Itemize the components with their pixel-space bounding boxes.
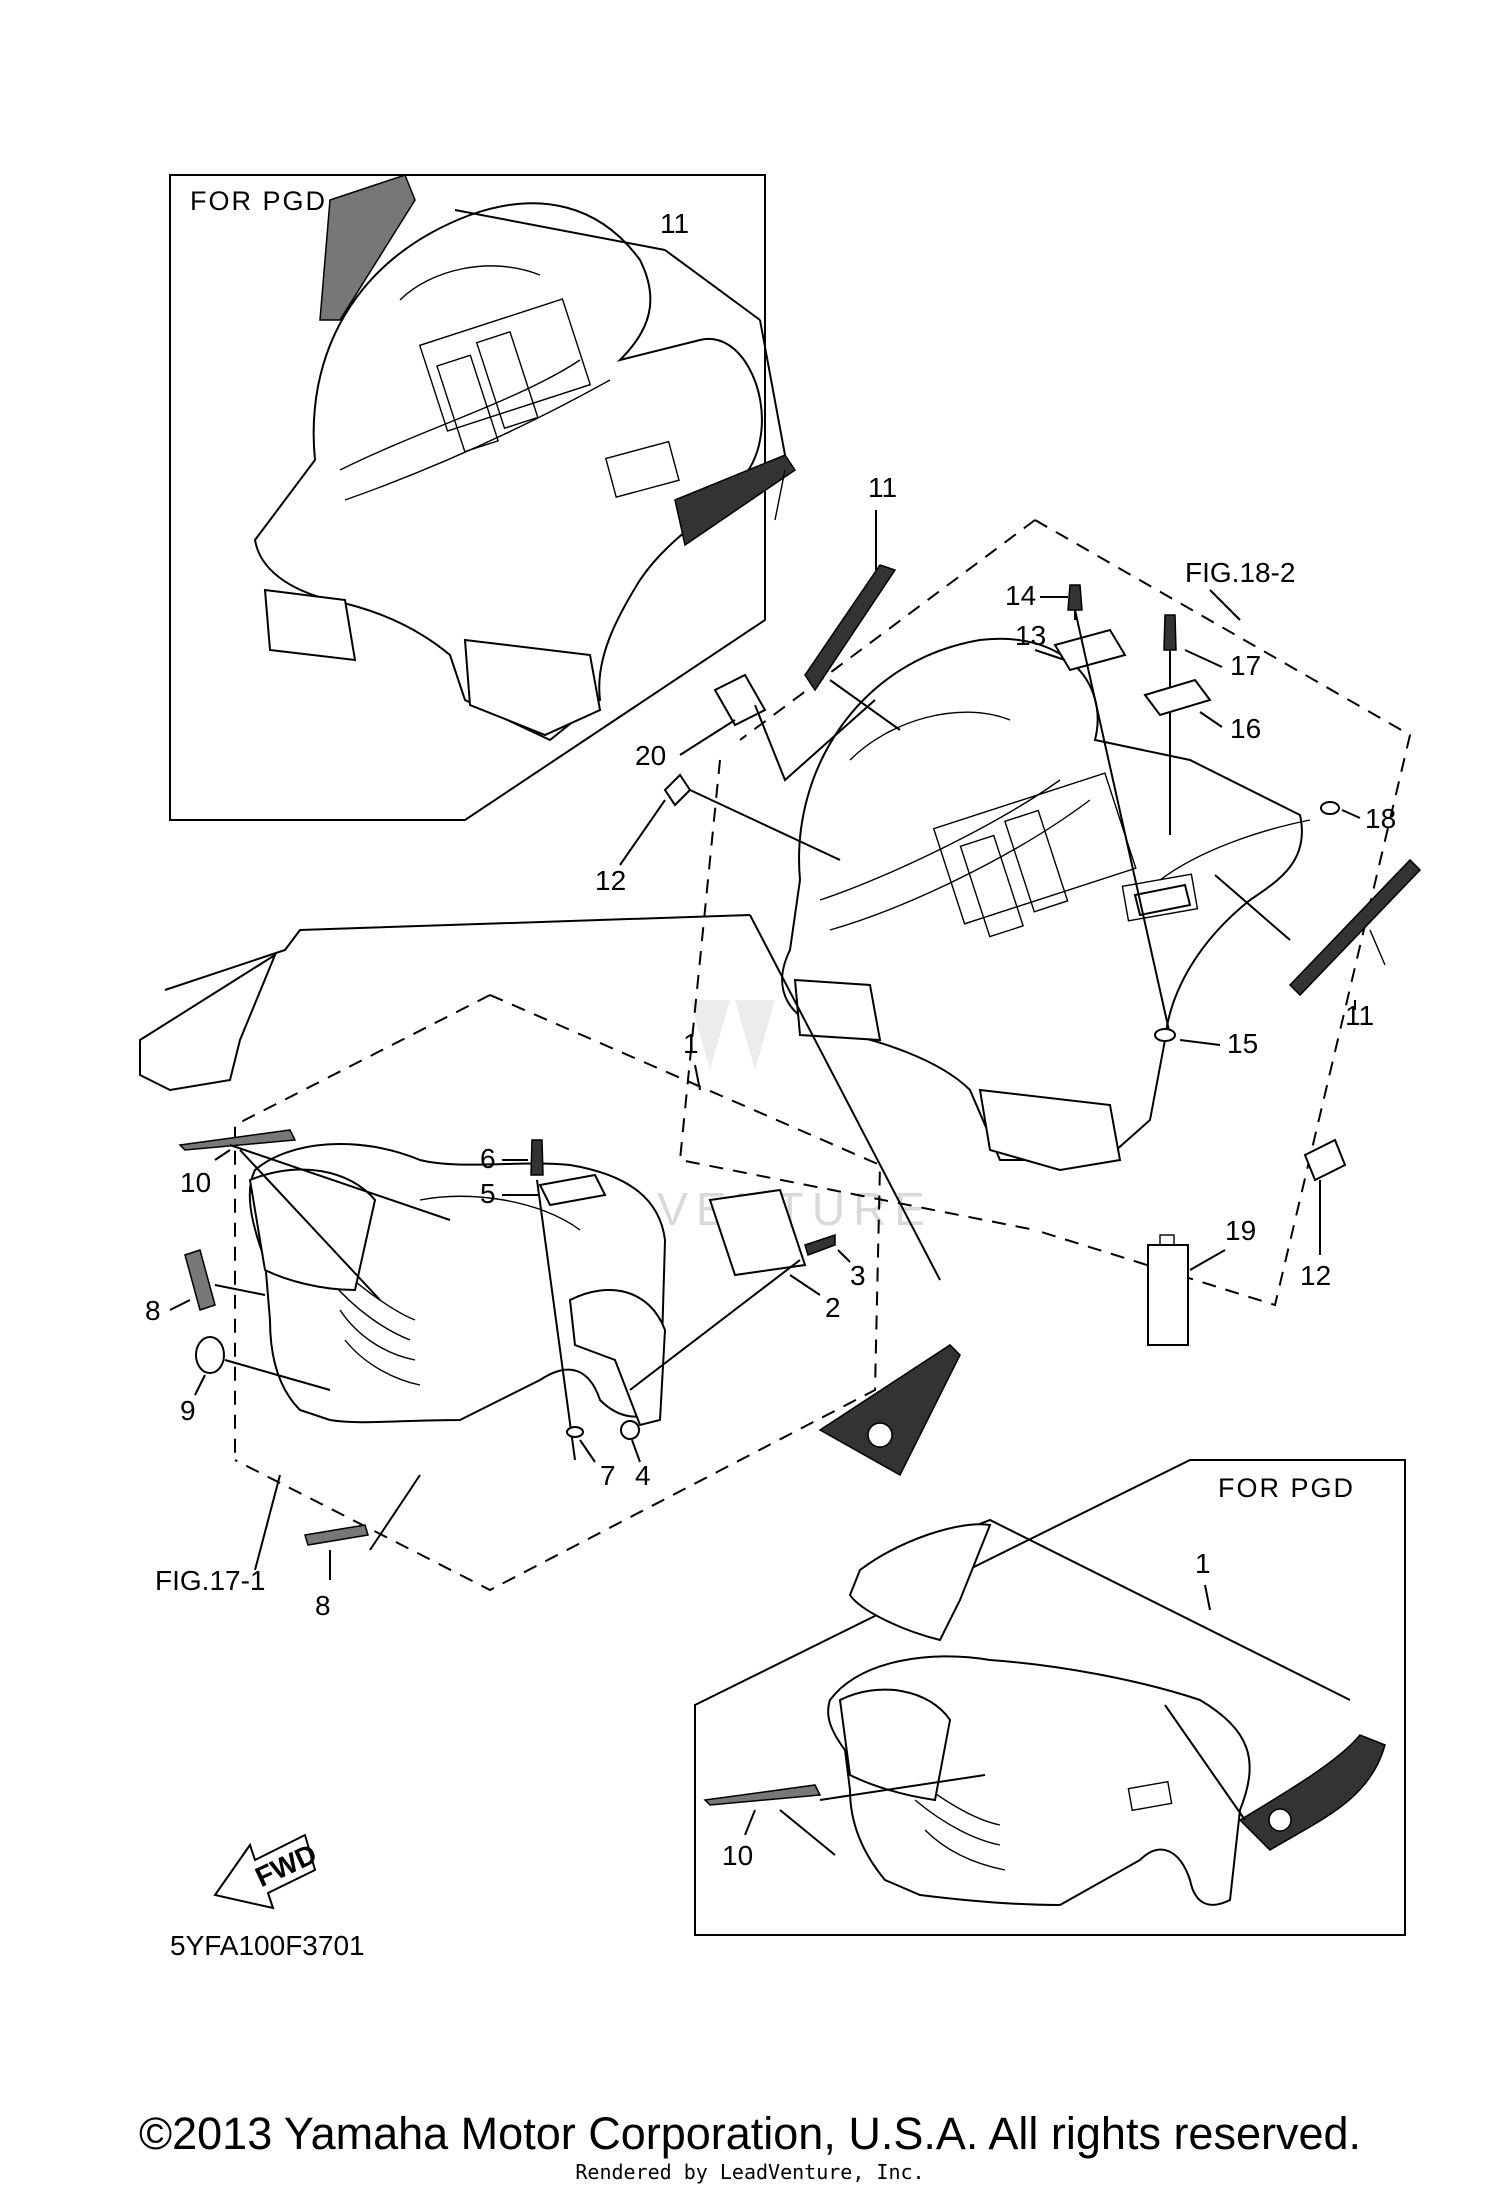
rivet-6	[530, 1139, 544, 1176]
decal-11-pgd-left	[319, 174, 416, 321]
decal-11-left	[804, 564, 897, 692]
fwd-arrow: FWD	[213, 1833, 321, 1910]
bottom-box-label: FOR PGD	[1218, 1473, 1355, 1503]
callout-1-front: 1	[683, 1028, 699, 1059]
decal-front-right	[818, 1344, 961, 1477]
callout-12-bottom: 12	[1300, 1260, 1331, 1291]
callout-9: 9	[180, 1395, 196, 1426]
callout-1-pgd: 1	[1195, 1548, 1211, 1579]
front-fender-top-cover	[139, 952, 278, 1092]
grommet-13	[1053, 628, 1127, 672]
callout-19: 19	[1225, 1215, 1256, 1246]
callout-20: 20	[635, 740, 666, 771]
callout-13: 13	[1015, 620, 1046, 651]
reflector-9	[195, 1336, 225, 1374]
top-box-label: FOR PGD	[190, 186, 327, 216]
grommet-7	[566, 1426, 584, 1438]
decal-10-pgd	[703, 1784, 822, 1806]
fig-17-1-ref: FIG.17-1	[155, 1565, 265, 1596]
decal-11-pgd-right	[674, 454, 797, 547]
label-20	[713, 673, 767, 727]
label-12-top	[663, 773, 692, 807]
callout-8-bottom: 8	[315, 1590, 331, 1621]
decal-8-side	[184, 1249, 216, 1311]
callout-10-pgd: 10	[722, 1840, 753, 1871]
callout-11-left: 11	[868, 472, 897, 503]
callout-11-pgd: 11	[660, 208, 689, 239]
front-fender-assembly: 1 10 8 9 6 5 3	[139, 914, 961, 1621]
nut-4	[620, 1420, 640, 1440]
bottom-pgd-box: FOR PGD 1 10	[694, 1459, 1406, 1936]
callout-18: 18	[1365, 803, 1396, 834]
callout-5: 5	[480, 1178, 496, 1209]
callout-10-front: 10	[180, 1167, 211, 1198]
rendered-by-notice: Rendered by LeadVenture, Inc.	[575, 2160, 925, 2184]
rivet-3	[804, 1233, 836, 1256]
front-fender-top-cover-pgd	[848, 1523, 992, 1642]
drawing-code: 5YFA100F3701	[170, 1930, 365, 1961]
decal-10-front	[178, 1129, 297, 1151]
callout-2: 2	[825, 1292, 841, 1323]
callout-12-top: 12	[595, 865, 626, 896]
callout-8-side: 8	[145, 1295, 161, 1326]
decal-8-bottom	[304, 1524, 369, 1546]
callout-3: 3	[850, 1260, 866, 1291]
rear-fender-assembly: FIG.18-2 11 11 20 12 13	[595, 472, 1422, 1346]
grommet-16	[1143, 678, 1212, 717]
grommet-15	[1154, 1028, 1176, 1042]
top-pgd-box: FOR PGD 11	[169, 174, 797, 821]
nut-18	[1320, 801, 1340, 815]
fig-18-2-ref: FIG.18-2	[1185, 557, 1295, 588]
decal-pgd-right	[1238, 1734, 1386, 1851]
callout-17: 17	[1230, 650, 1261, 681]
label-19	[1147, 1244, 1189, 1346]
callout-4: 4	[635, 1460, 651, 1491]
grommet-5	[538, 1173, 607, 1207]
rivet-14	[1067, 584, 1083, 611]
rivet-17	[1163, 614, 1177, 651]
grommet-2	[708, 1188, 807, 1277]
rear-fender-pgd	[253, 202, 763, 742]
callout-14: 14	[1005, 580, 1036, 611]
callout-16: 16	[1230, 713, 1261, 744]
label-12-bottom	[1303, 1138, 1347, 1182]
callout-7: 7	[600, 1460, 616, 1491]
mud-flap	[568, 1289, 667, 1427]
callout-15: 15	[1227, 1028, 1258, 1059]
decal-11-right	[1288, 858, 1422, 997]
callout-11-right: 11	[1345, 1000, 1374, 1031]
callout-6: 6	[480, 1143, 496, 1174]
copyright-notice: ©2013 Yamaha Motor Corporation, U.S.A. A…	[138, 2108, 1362, 2159]
